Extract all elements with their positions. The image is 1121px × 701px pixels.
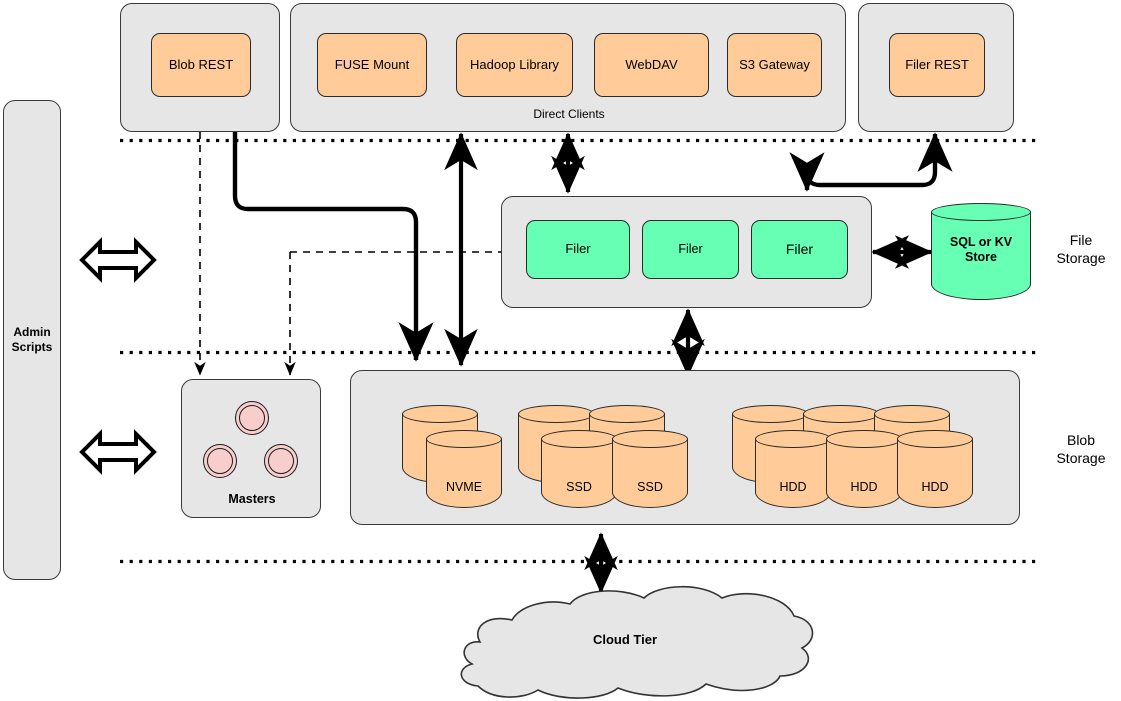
blob-storage-side-label: Blob Storage [1056, 432, 1106, 466]
cylinder-top [612, 430, 688, 448]
filer-node-1-label: Filer [565, 241, 591, 257]
masters-group: Masters [181, 379, 321, 518]
cylinder-top [803, 405, 879, 423]
admin-blob-storage-arrow [79, 429, 157, 475]
volume-cylinder-hdd-front-3[interactable]: HDD [897, 430, 973, 508]
filer-node-1[interactable]: Filer [526, 220, 630, 279]
client-hadoop-library[interactable]: Hadoop Library [456, 33, 573, 97]
volume-cylinder-ssd-front-1[interactable]: SSD [541, 430, 617, 508]
direct-clients-group: FUSE Mount Hadoop Library WebDAV S3 Gate… [290, 3, 846, 132]
volume-cylinder-nvme-front[interactable]: NVME [426, 430, 502, 508]
cylinder-body [426, 439, 502, 508]
admin-scripts-panel[interactable]: Admin Scripts [3, 100, 61, 580]
cylinder-top [732, 405, 808, 423]
volume-hdd-label-1: HDD [779, 480, 807, 494]
client-filer-rest-label: Filer REST [905, 56, 969, 72]
client-blob-rest[interactable]: Blob REST [151, 33, 251, 97]
volume-nvme-label: NVME [445, 480, 483, 494]
volume-cylinder-hdd-front-1[interactable]: HDD [755, 430, 831, 508]
volume-ssd-label-1: SSD [566, 480, 592, 494]
client-s3-gateway-label: S3 Gateway [739, 56, 810, 72]
cylinder-top [541, 430, 617, 448]
cylinder-body [826, 439, 902, 508]
volume-hdd-label-2: HDD [850, 480, 878, 494]
cylinder-top [589, 405, 665, 423]
volume-hdd-label-3: HDD [921, 480, 949, 494]
filer-node-2[interactable]: Filer [642, 220, 739, 279]
client-fuse-mount[interactable]: FUSE Mount [317, 33, 427, 97]
admin-file-storage-arrow [79, 237, 157, 283]
blob-rest-group: Blob REST [120, 3, 280, 132]
master-node-3[interactable] [264, 444, 298, 478]
client-filer-rest[interactable]: Filer REST [889, 33, 985, 97]
filer-group: Filer Filer Filer [501, 196, 872, 308]
cylinder-top [874, 405, 950, 423]
cloud-tier-label: Cloud Tier [592, 632, 658, 647]
filer-rest-to-filer-connector [789, 132, 953, 192]
filer-node-3-label: Filer [785, 241, 814, 258]
admin-bidirectional-arrows [79, 237, 157, 475]
metadata-store-cylinder-body [931, 212, 1031, 300]
metadata-store-cylinder[interactable]: SQL or KV Store [931, 203, 1031, 300]
client-blob-rest-label: Blob REST [168, 56, 234, 72]
volume-servers-group: NVME SSD SSD [350, 370, 1020, 525]
masters-label: Masters [228, 492, 276, 506]
cylinder-top [755, 430, 831, 448]
dashed-connectors [194, 132, 505, 376]
direct-clients-caption: Direct Clients [533, 107, 605, 121]
client-fuse-mount-label: FUSE Mount [334, 56, 410, 72]
master-node-1[interactable] [235, 401, 269, 435]
cylinder-top [402, 405, 478, 423]
volume-cylinder-ssd-front-2[interactable]: SSD [612, 430, 688, 508]
client-hadoop-library-label: Hadoop Library [470, 56, 559, 72]
metadata-store-cylinder-top [931, 203, 1031, 221]
file-storage-side-label: File Storage [1056, 232, 1106, 266]
volume-ssd-label-2: SSD [637, 480, 663, 494]
cylinder-top [826, 430, 902, 448]
cylinder-top [518, 405, 594, 423]
blob-rest-to-volumes-connector [232, 132, 434, 362]
client-webdav-label: WebDAV [625, 56, 678, 72]
filer-rest-group: Filer REST [858, 3, 1014, 132]
cylinder-body [541, 439, 617, 508]
cylinder-body [897, 439, 973, 508]
client-webdav[interactable]: WebDAV [594, 33, 709, 97]
client-s3-gateway[interactable]: S3 Gateway [727, 33, 822, 97]
admin-scripts-label: Admin Scripts [11, 325, 53, 354]
filer-node-2-label: Filer [678, 242, 703, 257]
master-node-2[interactable] [203, 444, 237, 478]
cylinder-top [426, 430, 502, 448]
metadata-store-label: SQL or KV Store [949, 235, 1013, 264]
volume-cylinder-hdd-front-2[interactable]: HDD [826, 430, 902, 508]
cylinder-body [755, 439, 831, 508]
cylinder-top [897, 430, 973, 448]
cylinder-body [612, 439, 688, 508]
filer-node-3[interactable]: Filer [751, 220, 848, 279]
cloud-tier[interactable]: Cloud Tier [434, 584, 816, 694]
